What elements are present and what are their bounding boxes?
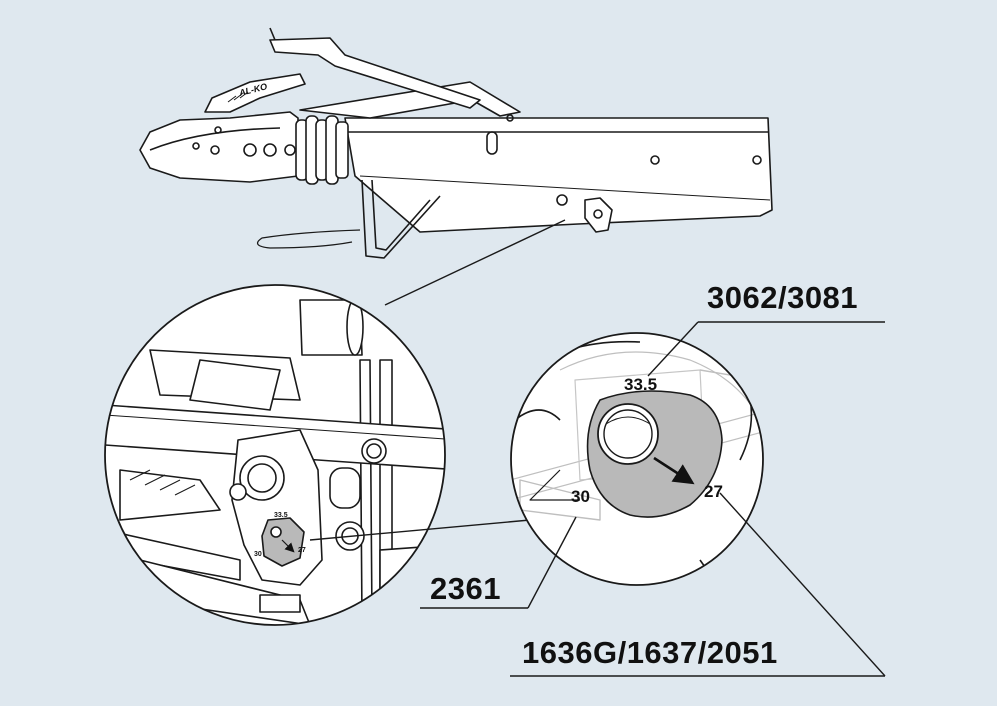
handbrake-lever <box>299 81 521 119</box>
part-number-2361: 2361 <box>430 571 501 606</box>
cam-small <box>261 517 305 567</box>
leader-line-overview <box>384 219 566 306</box>
callouts <box>420 321 886 677</box>
small-marking-right: 27 <box>298 547 306 554</box>
arrow-right-down-icon <box>653 456 695 485</box>
bellows <box>295 115 349 185</box>
coupling-handle <box>204 73 306 113</box>
magnified-view-left: 33.5 30 27 <box>104 284 446 626</box>
small-marking-top: 33.5 <box>274 512 288 519</box>
magnified-view-right: 33.5 30 27 <box>510 332 764 586</box>
coupling-overview <box>139 27 773 259</box>
marking-left: 30 <box>571 487 590 506</box>
part-number-3062-3081: 3062/3081 <box>707 280 858 315</box>
part-number-1636g-1637-2051: 1636G/1637/2051 <box>522 635 778 670</box>
small-marking-left: 30 <box>254 551 262 558</box>
marking-top: 33.5 <box>624 375 657 394</box>
drawbar-frame <box>344 117 773 233</box>
leader-line-detail <box>309 519 531 541</box>
marking-right: 27 <box>704 482 723 501</box>
